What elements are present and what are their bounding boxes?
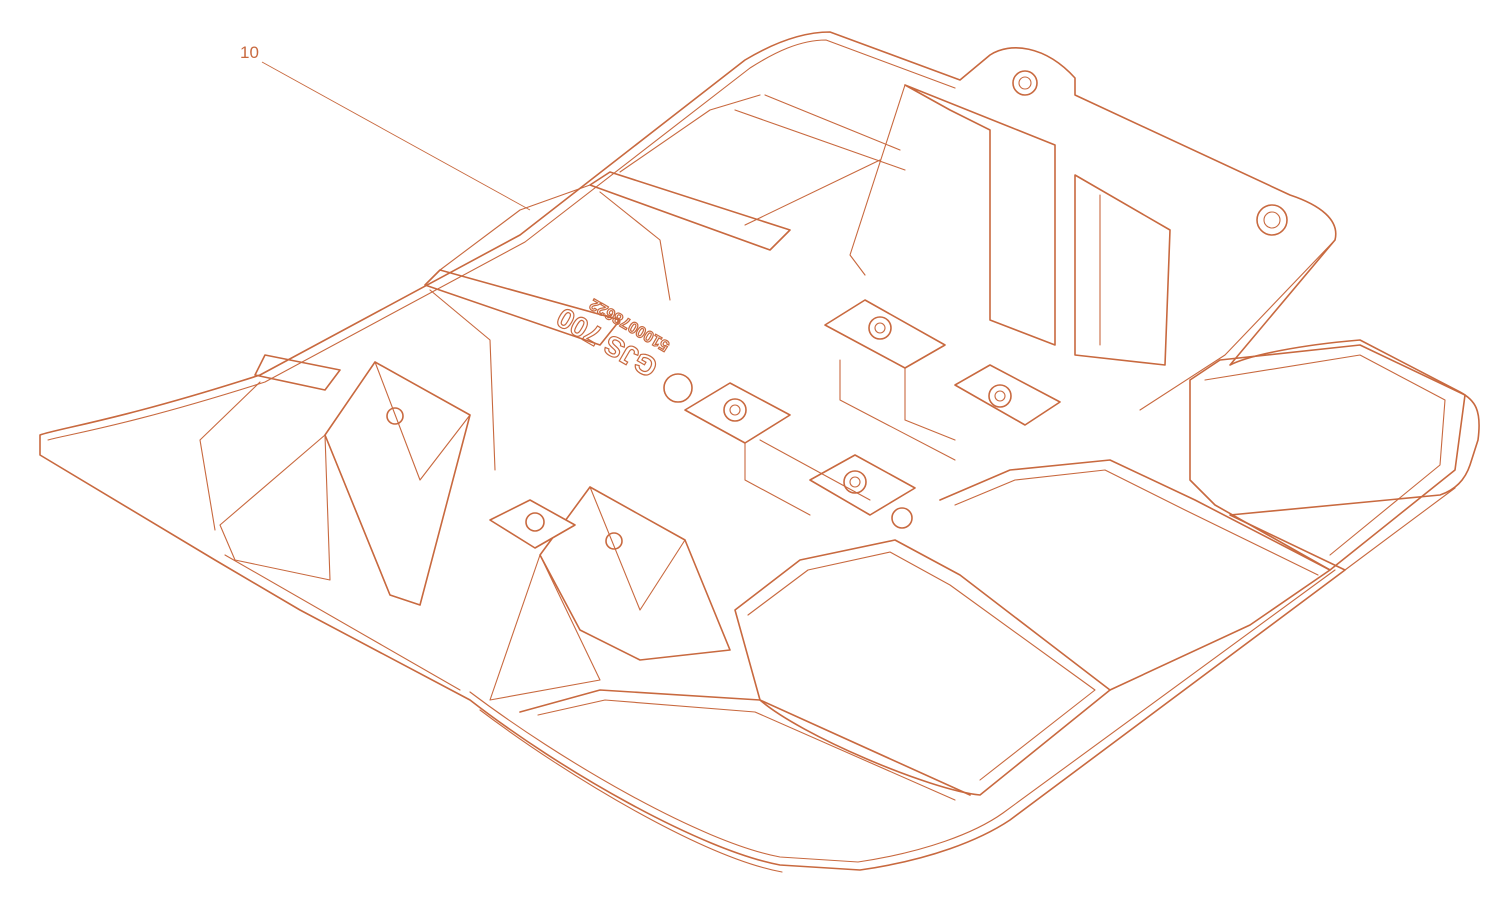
- rear-ribs: [199, 94, 906, 531]
- front-pockets: [519, 344, 1466, 801]
- base-plate: [39, 31, 1480, 873]
- left-bracket: [219, 361, 471, 606]
- center-mount: [489, 299, 1061, 549]
- callout-leader: [261, 61, 531, 211]
- front-bracket: [489, 486, 731, 701]
- callout-10: 10: [240, 43, 531, 211]
- rear-uprights: [849, 70, 1336, 411]
- callout-label: 10: [240, 43, 259, 62]
- casting-marking: GJS 700 5100078622: [551, 294, 673, 384]
